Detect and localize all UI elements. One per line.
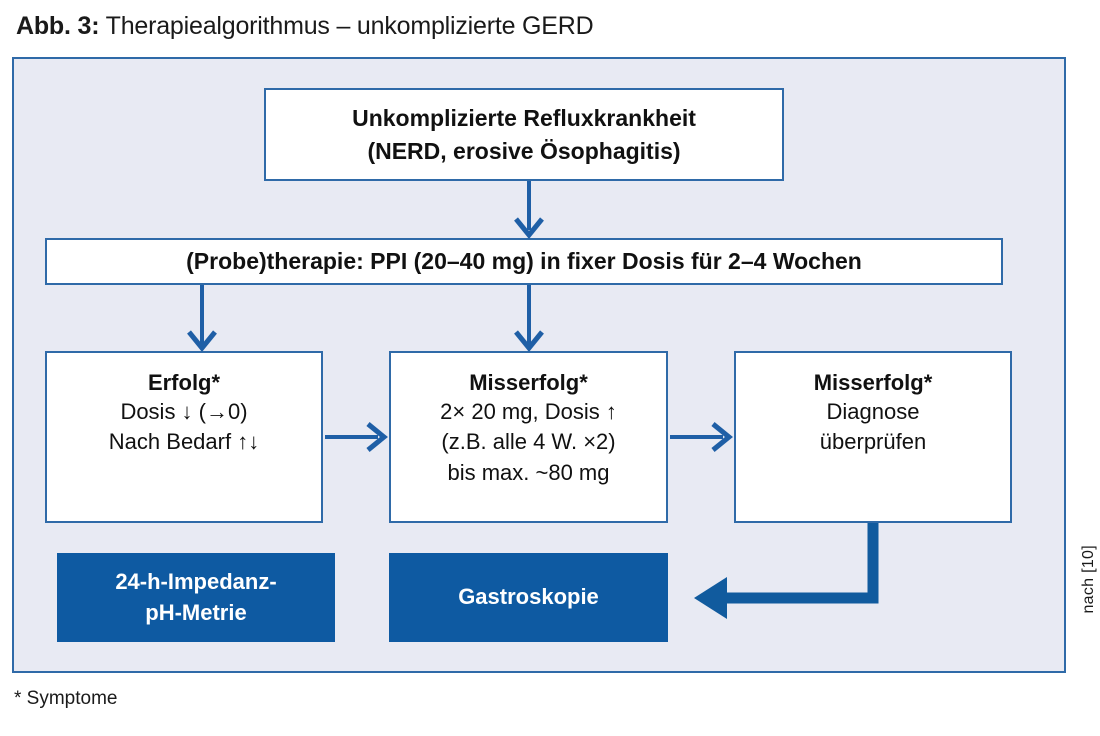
node-gastroscopy: Gastroskopie (389, 553, 668, 642)
node-failure-diagnosis-line1: Diagnose (826, 399, 920, 425)
node-failure-dose-line1: 2× 20 mg, Dosis ↑ (440, 399, 617, 425)
node-success: Erfolg* Dosis ↓ (→0) Nach Bedarf ↑↓ (45, 351, 323, 523)
node-failure-diagnosis-line2: überprüfen (819, 429, 927, 455)
figure-caption-text: Therapiealgorithmus – unkomplizierte GER… (105, 12, 594, 40)
figure-caption-label: Abb. 3: (16, 12, 100, 40)
node-ppi-therapy: (Probe)therapie: PPI (20–40 mg) in fixer… (45, 238, 1003, 285)
figure-caption: Abb. 3: Therapiealgorithmus – unkomplizi… (16, 12, 594, 41)
node-failure-dose: Misserfolg* 2× 20 mg, Dosis ↑ (z.B. alle… (389, 351, 668, 523)
source-note: nach [10] (1080, 545, 1097, 614)
node-impedance-ph-metry: 24-h-Impedanz- pH-Metrie (57, 553, 335, 642)
node-success-line2: Nach Bedarf ↑↓ (108, 429, 260, 455)
node-failure-dose-line3: bis max. ~80 mg (447, 459, 610, 485)
node-failure-diagnosis: Misserfolg* Diagnose überprüfen (734, 351, 1012, 523)
node-ppi-therapy-line1: (Probe)therapie: PPI (20–40 mg) in fixer… (186, 248, 862, 275)
node-success-line1: Dosis ↓ (→0) (120, 399, 248, 425)
node-gastroscopy-line1: Gastroskopie (458, 584, 599, 610)
node-success-title: Erfolg* (147, 370, 221, 395)
footnote: * Symptome (14, 688, 118, 709)
node-failure-dose-line2: (z.B. alle 4 W. ×2) (441, 429, 616, 455)
node-impedance-line1: 24-h-Impedanz- (115, 568, 277, 594)
node-diagnosis-line2: (NERD, erosive Ösophagitis) (367, 137, 681, 164)
node-failure-dose-title: Misserfolg* (469, 370, 588, 395)
node-impedance-line2: pH-Metrie (145, 599, 247, 625)
node-diagnosis: Unkomplizierte Refluxkrankheit (NERD, er… (264, 88, 784, 181)
node-diagnosis-line1: Unkomplizierte Refluxkrankheit (352, 104, 696, 131)
node-failure-diagnosis-title: Misserfolg* (813, 370, 933, 395)
